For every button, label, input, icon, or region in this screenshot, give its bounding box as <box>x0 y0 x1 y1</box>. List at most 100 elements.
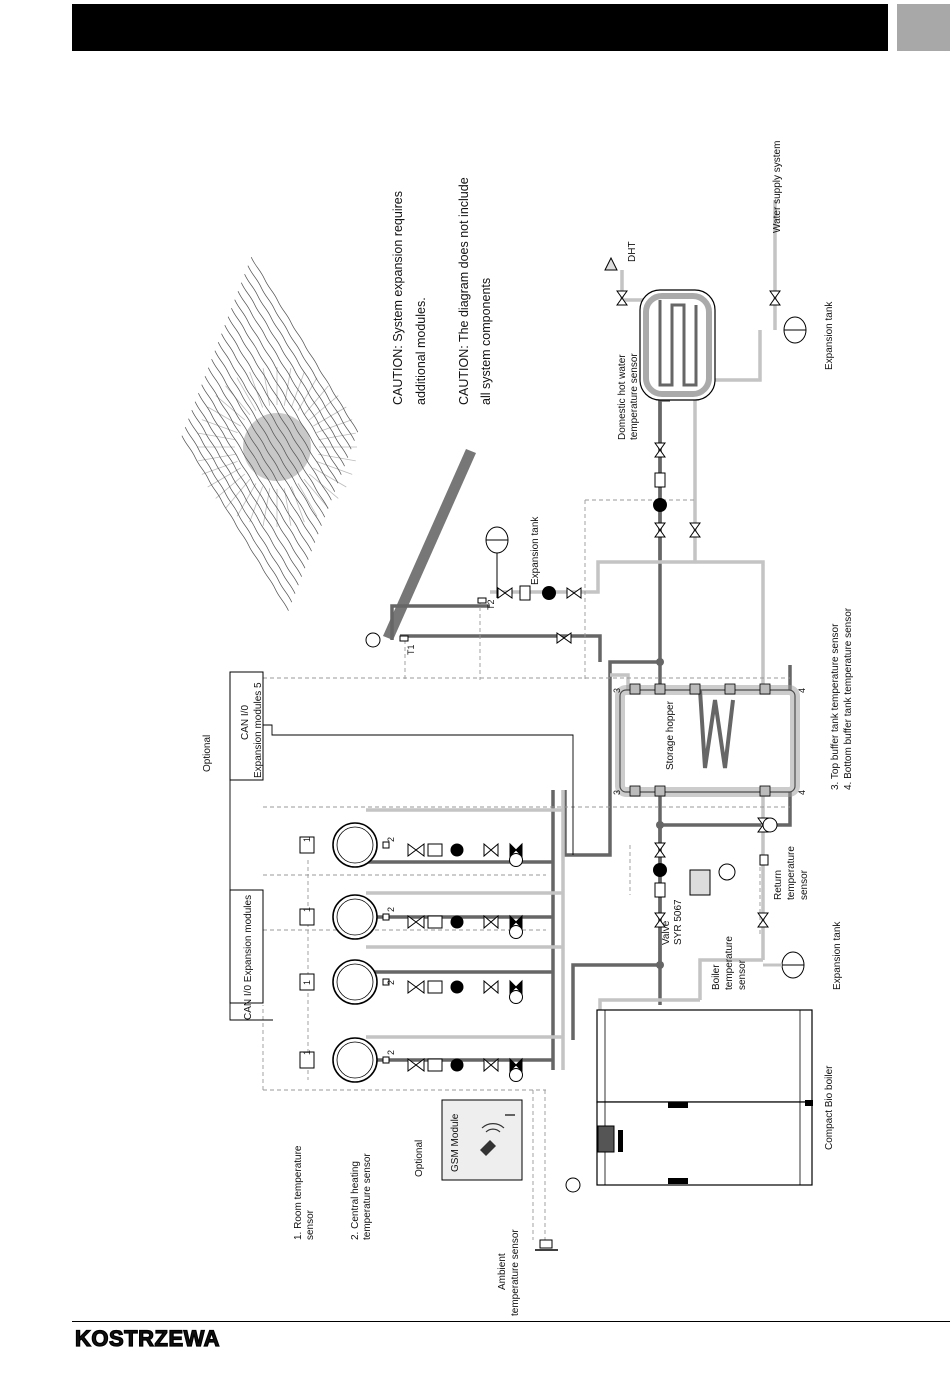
label-compact-bio-boiler: Compact Bio boiler <box>824 1065 835 1150</box>
label-storage-hopper: Storage hopper <box>665 700 676 770</box>
radiator-icon <box>332 822 378 868</box>
label-expansion-tank: Expansion tank <box>824 301 835 370</box>
label-num-1: 1 <box>302 980 312 985</box>
pump-icon <box>450 980 464 994</box>
label-num-4: 4 <box>797 688 807 693</box>
label-num-4: 4 <box>797 790 807 795</box>
label-return-sensor-1: Return <box>773 870 784 900</box>
label-ambient-1: Ambient <box>497 1253 508 1290</box>
label-boiler-sensor-3: sensor <box>737 959 748 990</box>
radiator-icon <box>332 894 378 940</box>
expansion-tank-dhw <box>783 316 807 344</box>
pressure-gauge-icon <box>565 1177 581 1193</box>
valve-icon <box>483 914 499 930</box>
storage-hopper <box>615 683 800 797</box>
mixing-valve-icon <box>509 1068 523 1082</box>
valve-icon <box>654 442 666 458</box>
radiator-icon <box>332 959 378 1005</box>
label-dhw-sensor-2: temperature sensor <box>629 353 640 440</box>
label-boiler-sensor-2: temperature <box>724 936 735 990</box>
valve-icon <box>407 980 425 994</box>
label-num-2: 2 <box>386 1050 396 1055</box>
valve-icon <box>407 1058 425 1072</box>
valve-icon <box>654 912 666 928</box>
room-sensor-icon <box>299 908 315 926</box>
valve-icon <box>483 1057 499 1073</box>
label-caution-components-1: CAUTION: The diagram does not include <box>457 177 471 405</box>
check-valve-icon <box>427 915 443 929</box>
mixing-valve-icon <box>509 925 523 939</box>
mixing-valve-icon <box>509 990 523 1004</box>
dhw-tank <box>639 289 716 401</box>
check-valve-icon <box>427 980 443 994</box>
signal-lines <box>262 499 790 1240</box>
label-dht: DHT <box>627 241 638 262</box>
logo-text: KOSTRZEWA <box>75 1326 220 1350</box>
phone-icon <box>480 1140 496 1156</box>
label-dhw-sensor-1: Domestic hot water <box>617 354 628 440</box>
ch-sensor-icon <box>382 978 390 986</box>
header-bar <box>72 4 888 51</box>
check-valve-icon <box>654 882 666 898</box>
label-ch-sensor-1: 2. Central heating <box>350 1161 361 1240</box>
check-valve-icon <box>427 843 443 857</box>
ambient-sensor <box>535 1239 558 1251</box>
ch-sensor-icon <box>382 913 390 921</box>
valve-icon <box>407 915 425 929</box>
pump-icon <box>450 915 464 929</box>
room-sensor-icon <box>299 1051 315 1069</box>
kostrzewa-logo: KOSTRZEWA <box>73 1326 223 1350</box>
valve-icon <box>689 522 701 538</box>
valve-icon <box>556 632 572 644</box>
label-can-io-1: CAN I/0 <box>240 705 251 740</box>
label-water-supply: Water supply system <box>772 141 783 233</box>
label-num-2: 2 <box>386 907 396 912</box>
check-valve-icon <box>654 472 666 488</box>
label-num-3: 3 <box>612 688 622 693</box>
label-valve-1: Valve <box>661 920 672 945</box>
valve-icon <box>616 290 628 306</box>
ch-sensor-icon <box>382 841 390 849</box>
label-t1: T1 <box>406 644 416 655</box>
label-bottom-buffer: 4. Bottom buffer tank temperature sensor <box>843 607 854 790</box>
tap-icon <box>604 256 618 271</box>
label-optional: Optional <box>414 1140 425 1177</box>
label-room-sensor-2: sensor <box>305 1209 316 1240</box>
label-num-1: 1 <box>302 1050 312 1055</box>
label-num-1: 1 <box>302 837 312 842</box>
label-expansion-tank: Expansion tank <box>530 516 541 585</box>
label-valve-2: SYR 5067 <box>673 899 684 945</box>
label-t2: T2 <box>486 599 496 610</box>
valve-icon <box>483 842 499 858</box>
solar-collector <box>181 257 476 640</box>
label-top-buffer: 3. Top buffer tank temperature sensor <box>830 623 841 790</box>
check-valve-icon <box>427 1058 443 1072</box>
valve-icon <box>566 587 582 599</box>
footer-divider <box>72 1321 950 1322</box>
syr-valve-icon <box>689 869 711 896</box>
label-num-1: 1 <box>302 907 312 912</box>
pipe-fittings <box>365 256 781 1193</box>
signal-icon <box>485 1128 501 1133</box>
heating-circuits <box>299 822 523 1083</box>
label-room-sensor-1: 1. Room temperature <box>293 1145 304 1240</box>
label-caution-components-2: all system components <box>479 278 493 405</box>
valve-icon <box>407 843 425 857</box>
label-can-io-2: Expansion modules 5 <box>253 682 264 778</box>
valve-icon <box>654 522 666 538</box>
label-ch-sensor-2: temperature sensor <box>362 1153 373 1240</box>
label-boiler-sensor-1: Boiler <box>711 964 722 990</box>
room-sensor-icon <box>299 973 315 991</box>
room-sensor-icon <box>299 836 315 854</box>
label-gsm-module: GSM Module <box>450 1113 461 1172</box>
pump-icon <box>653 498 667 512</box>
label-return-sensor-2: temperature <box>786 846 797 900</box>
valve-icon <box>497 587 513 599</box>
label-num-3: 3 <box>612 790 622 795</box>
compact-bio-boiler <box>596 1009 813 1186</box>
radiator-icon <box>332 1037 378 1083</box>
pump-icon <box>450 1058 464 1072</box>
expansion-tank-boiler <box>763 951 805 979</box>
valve-icon <box>769 290 781 306</box>
